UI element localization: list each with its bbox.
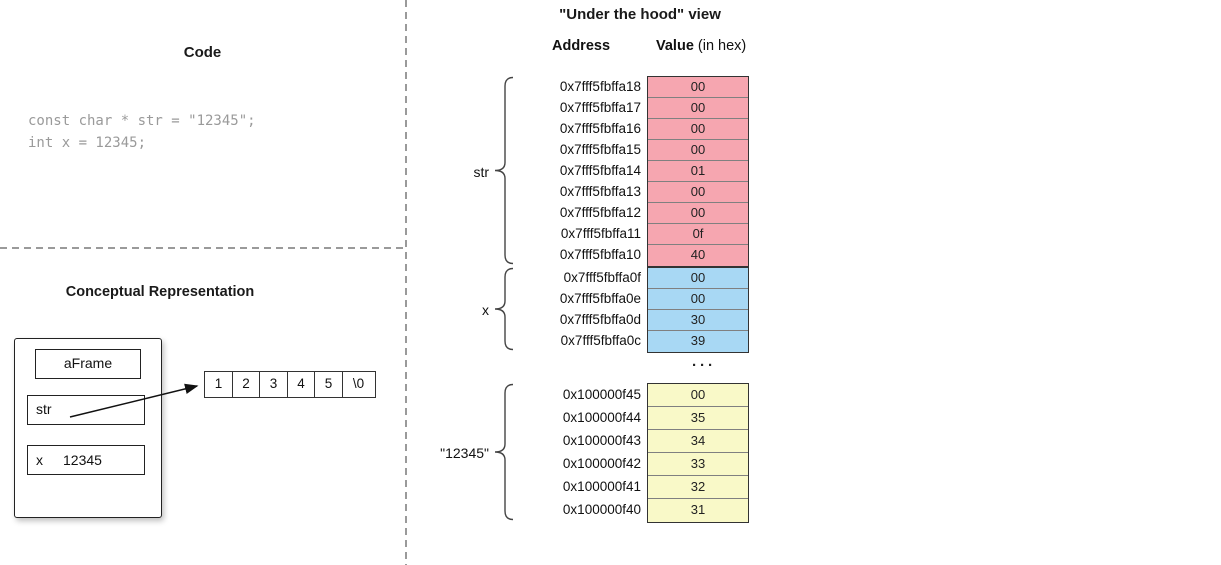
x-variable-label: x bbox=[36, 452, 43, 468]
memory-value: 00 bbox=[648, 140, 748, 161]
memory-value: 00 bbox=[648, 268, 748, 289]
memory-address: 0x7fff5fbffa11 bbox=[560, 226, 641, 241]
address-column-header: Address bbox=[551, 38, 611, 54]
memory-value: 40 bbox=[648, 245, 748, 266]
address-column: 0x7fff5fbffa0f 0x7fff5fbffa0e 0x7fff5fbffa… bbox=[515, 267, 647, 351]
memory-address: 0x7fff5fbffa0c bbox=[560, 333, 641, 348]
code-snippet: const char * str = "12345"; int x = 12345… bbox=[28, 110, 256, 154]
string-cell: 1 bbox=[204, 371, 233, 398]
code-and-conceptual-panel: Code const char * str = "12345"; int x = … bbox=[0, 0, 410, 565]
memory-address: 0x100000f44 bbox=[562, 410, 641, 425]
under-the-hood-title: "Under the hood" view bbox=[559, 6, 721, 23]
memory-value: 00 bbox=[648, 384, 748, 407]
string-cell: 4 bbox=[286, 371, 316, 398]
memory-value: 00 bbox=[648, 77, 748, 98]
memory-dots: ··· bbox=[692, 357, 716, 374]
memory-address: 0x7fff5fbffa0e bbox=[559, 291, 641, 306]
value-column-header: Value(in hex) bbox=[656, 38, 746, 54]
memory-address: 0x100000f40 bbox=[562, 502, 641, 517]
memory-address: 0x7fff5fbffa18 bbox=[559, 79, 641, 94]
conceptual-section-title: Conceptual Representation bbox=[65, 284, 255, 300]
code-section-title: Code bbox=[183, 44, 222, 61]
curly-brace-icon bbox=[494, 76, 514, 265]
memory-value: 00 bbox=[648, 98, 748, 119]
string-cell: \0 bbox=[341, 371, 376, 398]
curly-brace-icon bbox=[494, 383, 514, 521]
memory-value: 00 bbox=[648, 182, 748, 203]
memory-value: 39 bbox=[648, 331, 748, 352]
address-column: 0x100000f45 0x100000f44 0x100000f43 0x10000… bbox=[515, 383, 647, 521]
group-brace-cell: str bbox=[420, 76, 515, 267]
memory-address: 0x7fff5fbffa12 bbox=[559, 205, 641, 220]
group-brace-cell: x bbox=[420, 267, 515, 353]
memory-address: 0x7fff5fbffa15 bbox=[559, 142, 641, 157]
memory-value: 30 bbox=[648, 310, 748, 331]
horizontal-dashed-divider bbox=[0, 247, 406, 249]
x-variable-value: 12345 bbox=[63, 452, 102, 468]
str-variable-box: str bbox=[27, 395, 145, 425]
memory-address: 0x7fff5fbffa0d bbox=[559, 312, 641, 327]
memory-group-label: str bbox=[473, 163, 489, 180]
memory-address: 0x100000f42 bbox=[562, 456, 641, 471]
under-the-hood-panel: "Under the hood" view Address Value(in h… bbox=[420, 0, 860, 565]
memory-address: 0x100000f45 bbox=[562, 387, 641, 402]
memory-group-string-12345: "12345" 0x100000f45 0x100000f44 0x100000f43… bbox=[420, 383, 840, 523]
string-cell: 5 bbox=[314, 371, 343, 398]
value-header-main: Value bbox=[656, 38, 694, 54]
curly-brace-icon bbox=[494, 267, 514, 351]
memory-value: 01 bbox=[648, 161, 748, 182]
code-line-1: const char * str = "12345"; bbox=[28, 113, 256, 129]
code-line-2: int x = 12345; bbox=[28, 135, 147, 151]
string-cell: 2 bbox=[231, 371, 261, 398]
memory-value: 34 bbox=[648, 430, 748, 453]
memory-address: 0x7fff5fbffa14 bbox=[559, 163, 641, 178]
string-cell: 3 bbox=[259, 371, 288, 398]
str-variable-label: str bbox=[36, 401, 52, 417]
stack-frame-box: aFrame str x 12345 bbox=[14, 338, 162, 518]
x-variable-box: x 12345 bbox=[27, 445, 145, 475]
vertical-dashed-divider bbox=[405, 0, 407, 565]
memory-value: 00 bbox=[648, 203, 748, 224]
frame-name-label: aFrame bbox=[35, 349, 141, 379]
group-brace-cell: "12345" bbox=[420, 383, 515, 523]
memory-value: 00 bbox=[648, 119, 748, 140]
memory-group-label: "12345" bbox=[440, 445, 489, 461]
memory-address: 0x7fff5fbffa13 bbox=[559, 184, 641, 199]
memory-value: 32 bbox=[648, 476, 748, 499]
memory-value: 0f bbox=[648, 224, 748, 245]
memory-value: 35 bbox=[648, 407, 748, 430]
memory-value: 33 bbox=[648, 453, 748, 476]
memory-address: 0x7fff5fbffa0f bbox=[563, 270, 641, 285]
memory-address: 0x100000f41 bbox=[562, 479, 641, 494]
memory-value: 31 bbox=[648, 499, 748, 522]
memory-address: 0x7fff5fbffa16 bbox=[559, 121, 641, 136]
memory-address: 0x7fff5fbffa10 bbox=[559, 247, 641, 262]
memory-address: 0x7fff5fbffa17 bbox=[559, 100, 641, 115]
memory-address: 0x100000f43 bbox=[562, 433, 641, 448]
value-header-note: (in hex) bbox=[697, 38, 747, 54]
memory-value: 00 bbox=[648, 289, 748, 310]
address-column: 0x7fff5fbffa18 0x7fff5fbffa17 0x7fff5fbffa… bbox=[515, 76, 647, 265]
memory-group-label: x bbox=[482, 302, 489, 318]
